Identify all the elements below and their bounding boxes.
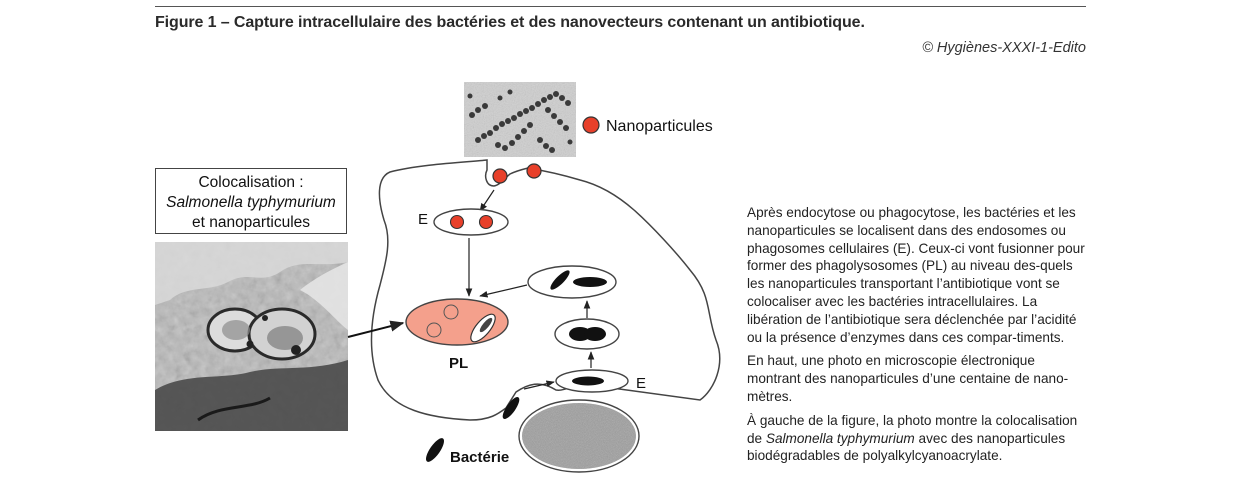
figure-title: Figure 1 – Capture intracellulaire des b…: [155, 14, 865, 31]
endosome-label-top: E: [418, 211, 428, 228]
tem-colocalisation-photo: [155, 242, 348, 431]
colocalisation-species: Salmonella typhymurium: [166, 194, 336, 211]
description-paragraph-1: Après endocytose ou phagocytose, les bac…: [747, 205, 1085, 345]
arrow-phagosome-to-phagolysosome: [479, 284, 528, 298]
colocalisation-heading: Colocalisation :: [198, 174, 304, 191]
phagosome-two-bacteria: [527, 265, 617, 299]
endosome-nanoparticle: [449, 214, 465, 230]
arrow-uptake-to-endosome: [523, 380, 555, 390]
membrane-nanoparticle: [526, 163, 542, 179]
endosome-label-bottom: E: [636, 375, 646, 392]
sem-nanoparticle-photo: [464, 82, 576, 157]
phagolysosome-label: PL: [449, 355, 468, 372]
description-paragraph-3: À gauche de la figure, la photo montre l…: [747, 412, 1092, 465]
phagolysosome-bacterium: [470, 313, 496, 343]
bacteria-legend-label: Bactérie: [450, 449, 509, 466]
top-rule: [155, 6, 1086, 7]
colocalisation-rest: et nanoparticules: [191, 214, 311, 231]
dividing-bacterium-half: [584, 327, 606, 341]
internalizing-nanoparticle: [492, 168, 508, 184]
endosome-nanoparticle: [478, 214, 494, 230]
figure-credit: © Hygiènes-XXXI-1-Edito: [922, 40, 1086, 56]
entering-bacterium: [502, 397, 520, 419]
cell-nucleus: [518, 399, 640, 473]
sem-particle-clusters: [467, 89, 573, 153]
endosome-bacterium-body: [572, 376, 604, 386]
arrow-photo-to-phagolysosome: [347, 320, 405, 338]
nanoparticle-legend-label: Nanoparticules: [606, 118, 713, 135]
endosome-nanoparticles: [433, 208, 509, 236]
description-paragraph-2: En haut, une photo en microscopie électr…: [747, 353, 1069, 404]
bacteria-legend-icon: [425, 438, 445, 462]
phagolysosome-nanoparticle: [426, 322, 442, 338]
figure-description: Après endocytose ou phagocytose, les bac…: [747, 204, 1092, 471]
phagosome-bacterium: [550, 270, 570, 290]
description-p3-species: Salmonella typhymurium: [765, 430, 915, 446]
description-p3-end: avec des nanoparticules biodégradables d…: [747, 430, 1066, 464]
description-p3-start: À gauche de la figure, la photo montre l…: [747, 412, 1078, 446]
arrow-invagination-to-endosome: [479, 189, 495, 212]
phagosome-bacterium: [573, 277, 607, 287]
phagolysosome-nanoparticle: [443, 304, 459, 320]
nanoparticle-legend-icon: [582, 116, 600, 134]
colocalisation-caption-box: Colocalisation : Salmonella typhymurium …: [155, 168, 347, 234]
